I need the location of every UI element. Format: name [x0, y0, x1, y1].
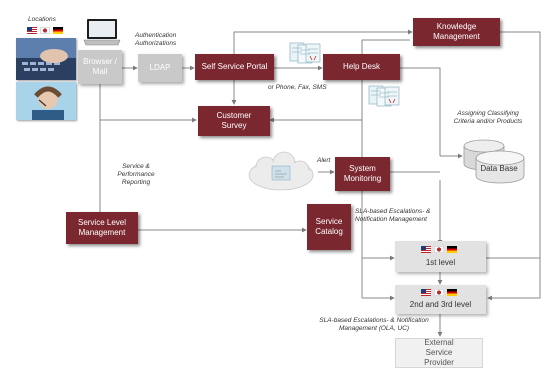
service-level-management-node[interactable]: Service Level Management	[66, 212, 138, 244]
phone-fax-sms-label: or Phone, Fax, SMS	[268, 84, 327, 91]
first-level-label: 1st level	[425, 258, 456, 267]
location-flags	[27, 27, 63, 34]
flag-jp-icon	[40, 27, 50, 34]
cloud-icon	[244, 150, 318, 196]
flag-de-icon	[447, 246, 457, 253]
service-catalog-node[interactable]: Service Catalog	[307, 204, 351, 250]
laptop-icon	[82, 17, 122, 47]
database-label: Data Base	[480, 164, 518, 173]
ldap-node[interactable]: LDAP	[138, 54, 182, 82]
second-level-flags	[421, 289, 457, 296]
service-reporting-label: Service & Performance Reporting	[117, 163, 155, 186]
sla-escalations-top-label: SLA-based Escalations- & Notification Ma…	[355, 208, 431, 223]
flag-us-icon	[421, 246, 431, 253]
flag-us-icon	[27, 27, 37, 34]
help-desk-node[interactable]: Help Desk	[323, 54, 400, 80]
self-service-portal-node[interactable]: Self Service Portal	[195, 54, 274, 80]
sla-escalations-bottom-label: SLA-based Escalations- & Notification Ma…	[319, 317, 429, 332]
flag-us-icon	[421, 289, 431, 296]
locations-label: Locations	[28, 16, 56, 23]
knowledge-management-node[interactable]: Knowledge Management	[413, 18, 500, 46]
customer-survey-node[interactable]: Customer Survey	[198, 106, 270, 136]
headset-agent-photo	[16, 82, 76, 120]
flag-jp-icon	[434, 246, 444, 253]
flag-de-icon	[447, 289, 457, 296]
ticket-documents-icon	[289, 42, 321, 64]
alert-label: Alert	[317, 157, 331, 164]
external-service-provider-node[interactable]: External Service Provider	[395, 338, 483, 368]
database-icon	[462, 134, 526, 184]
first-level-flags	[421, 246, 457, 253]
assigning-label: Assigning Classifying Criteria and/or Pr…	[453, 110, 523, 125]
authentication-label: Authentication Authorizations	[135, 32, 177, 47]
ticket-documents-icon	[368, 85, 400, 107]
second-third-level-label: 2nd and 3rd level	[409, 300, 472, 309]
browser-mail-node[interactable]: Browser / Mail	[78, 50, 122, 84]
flag-de-icon	[53, 27, 63, 34]
keyboard-photo	[16, 38, 76, 80]
flag-jp-icon	[434, 289, 444, 296]
system-monitoring-node[interactable]: System Monitoring	[335, 157, 390, 191]
